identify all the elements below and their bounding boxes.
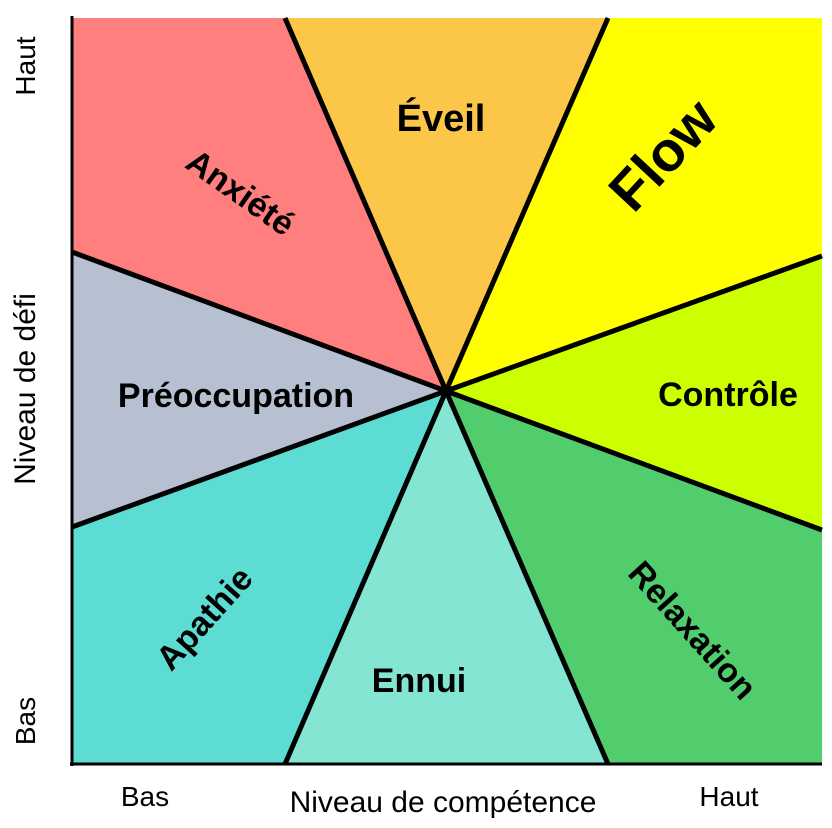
label-eveil: Éveil [397, 96, 486, 140]
separator-line [71, 388, 447, 530]
separator-line [443, 390, 611, 765]
region-apathie [72, 391, 446, 764]
label-preoccupation: Préoccupation [118, 377, 354, 415]
region-ennui [285, 391, 608, 764]
separator-line [443, 17, 611, 392]
region-relaxation [446, 391, 822, 764]
x-axis-high-label: Haut [699, 781, 758, 812]
region-anxiete [72, 18, 446, 391]
label-ennui: Ennui [372, 662, 466, 700]
separator-line [445, 253, 823, 394]
separator-line [71, 249, 447, 394]
x-axis-title: Niveau de compétence [290, 786, 597, 819]
region-preoccupation [72, 252, 446, 527]
separator-lines [71, 17, 823, 765]
separator-line [282, 17, 449, 392]
y-axis-title: Niveau de défi [9, 293, 42, 485]
label-controle: Contrôle [658, 376, 798, 414]
region-flow [446, 18, 822, 391]
y-axis-high-label: Haut [10, 36, 41, 95]
y-axis-low-label: Bas [10, 697, 41, 745]
x-axis-low-label: Bas [121, 781, 169, 812]
separator-line [282, 390, 449, 765]
separator-line [445, 388, 823, 533]
region-eveil [285, 18, 608, 391]
region-controle [446, 256, 822, 530]
